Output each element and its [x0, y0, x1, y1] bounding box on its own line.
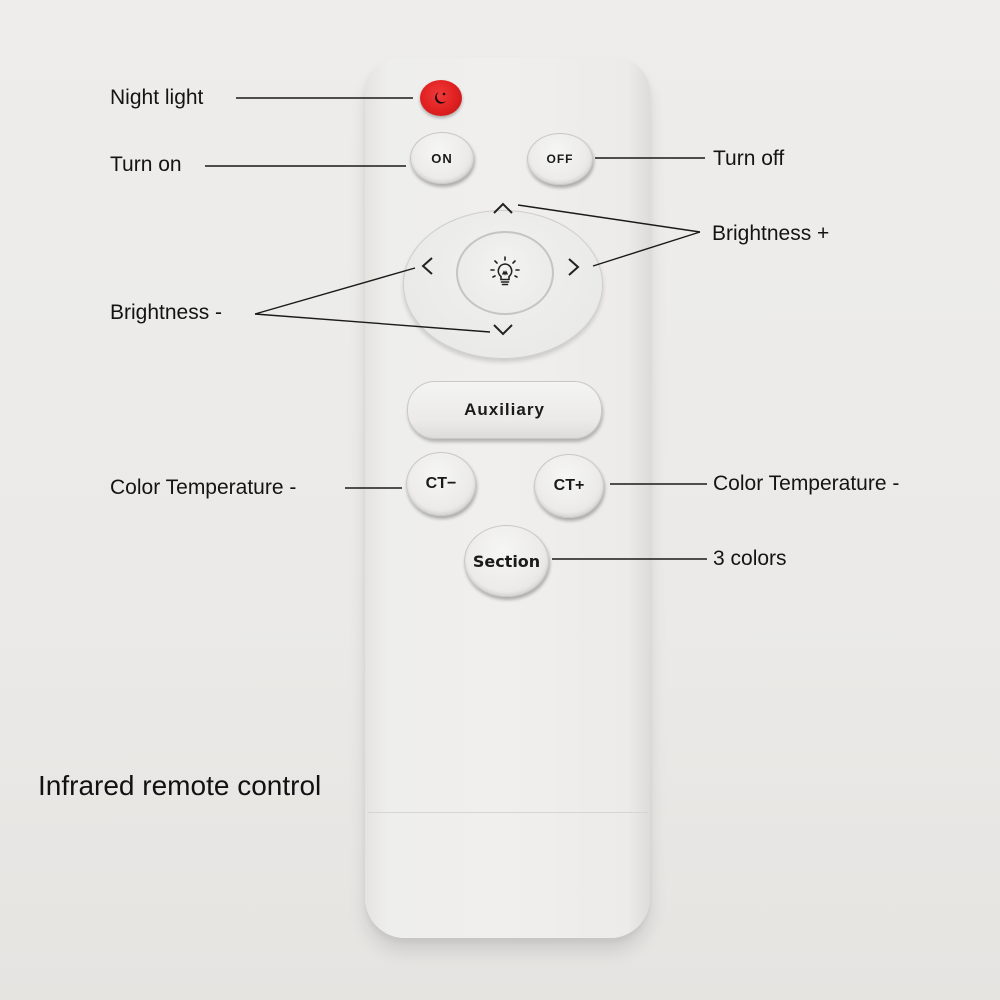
ct-plus-button[interactable]: CT+ — [534, 454, 604, 518]
moon-icon — [435, 92, 446, 104]
off-button[interactable]: OFF — [527, 133, 593, 185]
lightbulb-icon — [490, 256, 520, 286]
label-color-temperature-minus: Color Temperature - — [110, 476, 297, 499]
chevron-up-icon — [493, 202, 513, 214]
right-arrow-button[interactable] — [567, 257, 581, 282]
off-button-label: OFF — [546, 152, 574, 166]
auxiliary-button[interactable]: Auxiliary — [407, 381, 602, 439]
label-turn-off: Turn off — [713, 147, 785, 170]
ct-minus-button[interactable]: CT− — [406, 452, 476, 516]
on-button[interactable]: ON — [410, 132, 474, 184]
down-arrow-button[interactable] — [492, 320, 514, 342]
label-three-colors: 3 colors — [713, 547, 787, 570]
auxiliary-button-label: Auxiliary — [464, 400, 545, 419]
product-title: Infrared remote control — [38, 770, 322, 801]
light-center-button[interactable] — [456, 231, 554, 315]
section-label: Section — [472, 551, 541, 571]
label-turn-on: Turn on — [110, 153, 182, 176]
on-button-label: ON — [431, 150, 453, 166]
left-arrow-button[interactable] — [420, 256, 434, 281]
label-brightness-plus: Brightness + — [712, 222, 830, 245]
label-brightness-minus: Brightness - — [110, 301, 223, 324]
ct-plus-label: CT+ — [553, 477, 585, 494]
up-arrow-button[interactable] — [492, 198, 514, 220]
chevron-down-icon — [493, 324, 513, 336]
night-light-button[interactable] — [420, 80, 462, 116]
chevron-right-icon — [568, 258, 580, 276]
chevron-left-icon — [421, 257, 433, 275]
section-button[interactable]: Section — [464, 525, 549, 597]
label-night-light: Night light — [110, 86, 204, 109]
label-color-temperature-plus: Color Temperature - — [713, 472, 900, 495]
ct-minus-label: CT− — [425, 475, 457, 492]
battery-cover-seam — [368, 812, 648, 813]
remote-control-body — [365, 58, 650, 938]
